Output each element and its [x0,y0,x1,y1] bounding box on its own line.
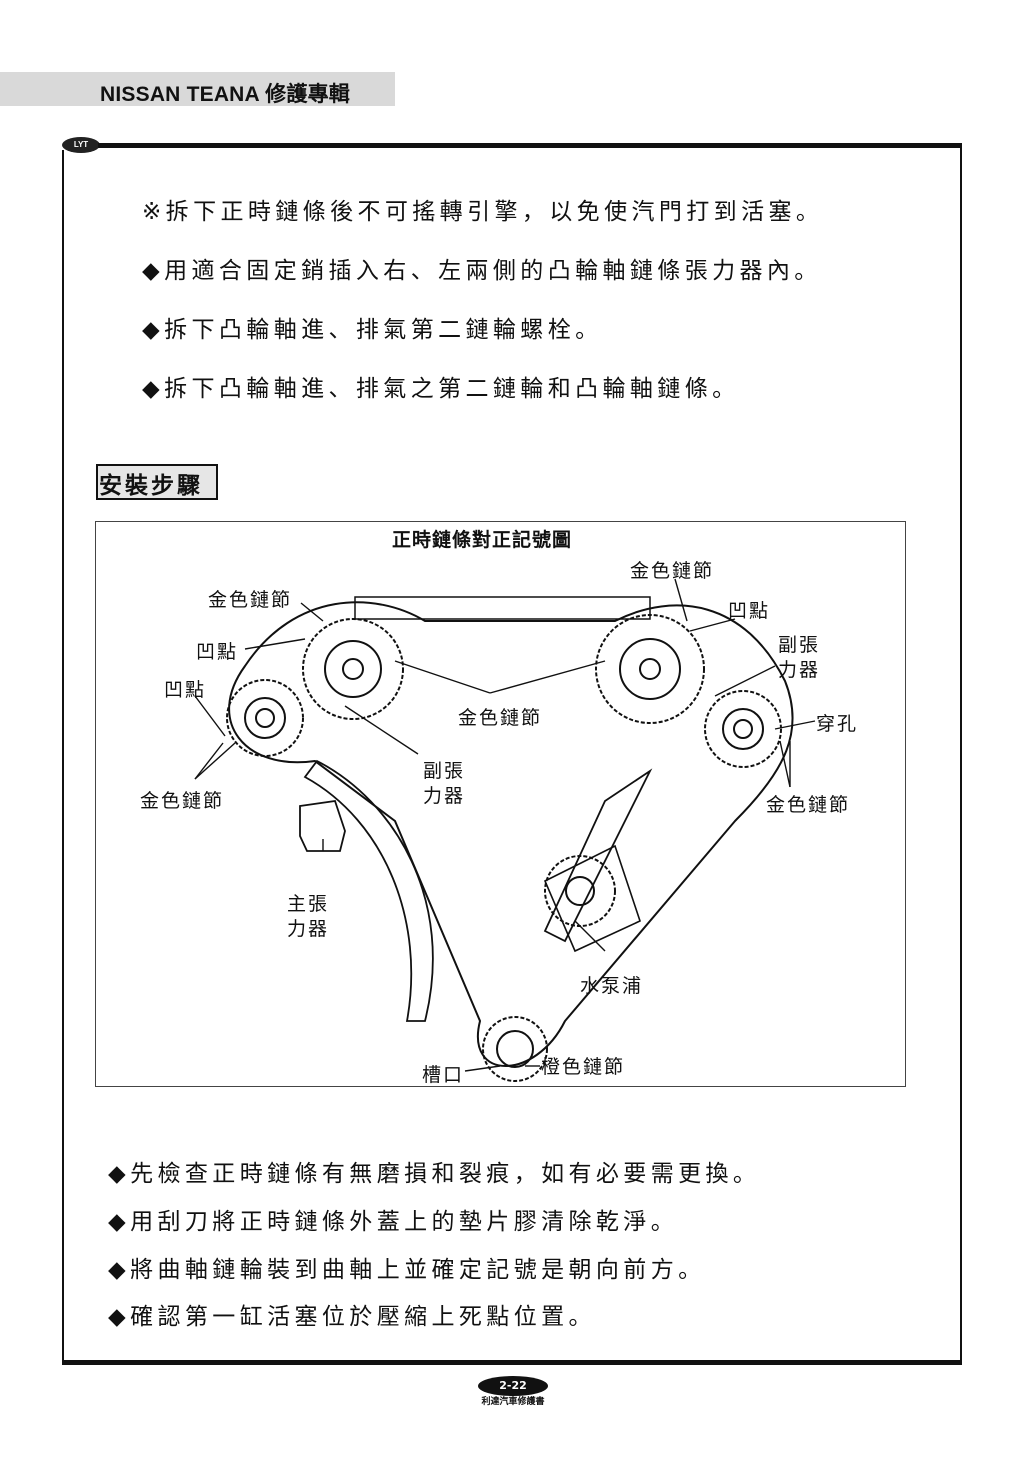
right-rule [960,146,962,1362]
label-aux-tensioner-left-2: 力器 [423,785,466,807]
right-intake-sprocket [595,614,705,724]
label-dimple-left-lower: 凹點 [164,679,207,701]
water-pump-sprocket [544,855,616,927]
right-intake-hub [619,638,681,700]
label-notch: 槽口 [422,1064,465,1086]
top-rule [98,143,962,148]
label-dimple-left-upper: 凹點 [196,641,239,663]
crank-hub [496,1030,534,1068]
left-exhaust-sprocket [226,679,304,757]
label-aux-tensioner-right-2: 力器 [778,659,821,681]
water-pump-hub [565,876,595,906]
install-step-4: ◆確認第一缸活塞位於壓縮上死點位置。 [108,1304,596,1330]
header-band [0,72,395,106]
install-step-3: ◆將曲軸鏈輪裝到曲軸上並確定記號是朝向前方。 [108,1257,706,1283]
crank-sprocket [482,1016,548,1082]
install-step-1: ◆先檢查正時鏈條有無磨損和裂痕，如有必要需更換。 [108,1161,761,1187]
label-gold-link-center: 金色鏈節 [458,707,543,729]
label-water-pump: 水泵浦 [580,975,644,997]
main-tensioner-body [299,800,346,852]
left-exhaust-hub [244,697,286,739]
removal-step-2: ◆用適合固定銷插入右、左兩側的凸輪軸鏈條張力器內。 [142,258,822,284]
left-intake-bolt [342,658,364,680]
label-gold-link-left: 金色鏈節 [140,790,225,812]
install-step-2: ◆用刮刀將正時鏈條外蓋上的墊片膠清除乾淨。 [108,1209,679,1235]
left-rule [62,150,64,1362]
right-intake-bolt [639,658,661,680]
page-number-badge: 2-22 [478,1376,548,1396]
section-heading-box [96,464,218,500]
upper-chain-guide [354,596,651,620]
left-intake-hub [324,640,382,698]
label-hole: 穿孔 [816,713,859,735]
left-intake-sprocket [302,618,404,720]
label-gold-link-right: 金色鏈節 [766,794,851,816]
right-exhaust-bolt [733,719,753,739]
section-heading: 安裝步驟 [99,473,203,499]
publisher-name: 利達汽車修護書 [481,1397,545,1407]
publisher-logo: LYT [62,137,100,153]
label-aux-tensioner-left-1: 副張 [423,760,466,782]
timing-chain-diagram [194,578,816,1082]
label-gold-link-top-left: 金色鏈節 [208,589,293,611]
removal-step-1: ※拆下正時鏈條後不可搖轉引擎，以免使汽門打到活塞。 [142,199,824,225]
main-tension-guide [303,759,434,1022]
timing-chain-loop [228,601,794,1067]
left-exhaust-bolt [255,708,275,728]
removal-step-3: ◆拆下凸輪軸進、排氣第二鏈輪螺栓。 [142,317,603,343]
label-gold-link-top-right: 金色鏈節 [630,560,715,582]
leader-lines [194,578,816,1072]
label-main-tensioner-1: 主張 [287,893,330,915]
label-dimple-right: 凹點 [728,600,771,622]
diagram-title: 正時鏈條對正記號圖 [392,529,573,551]
removal-step-4: ◆拆下凸輪軸進、排氣之第二鏈輪和凸輪軸鏈條。 [142,376,740,402]
right-exhaust-hub [722,708,764,750]
label-orange-link: 橙色鏈節 [541,1056,626,1078]
right-exhaust-sprocket [704,690,782,768]
label-main-tensioner-2: 力器 [287,918,330,940]
label-aux-tensioner-right-1: 副張 [778,634,821,656]
diagram-frame [95,521,906,1087]
right-chain-guide [543,768,653,943]
page-header-title: NISSAN TEANA 修護專輯 [100,83,350,106]
bottom-rule [62,1360,962,1365]
